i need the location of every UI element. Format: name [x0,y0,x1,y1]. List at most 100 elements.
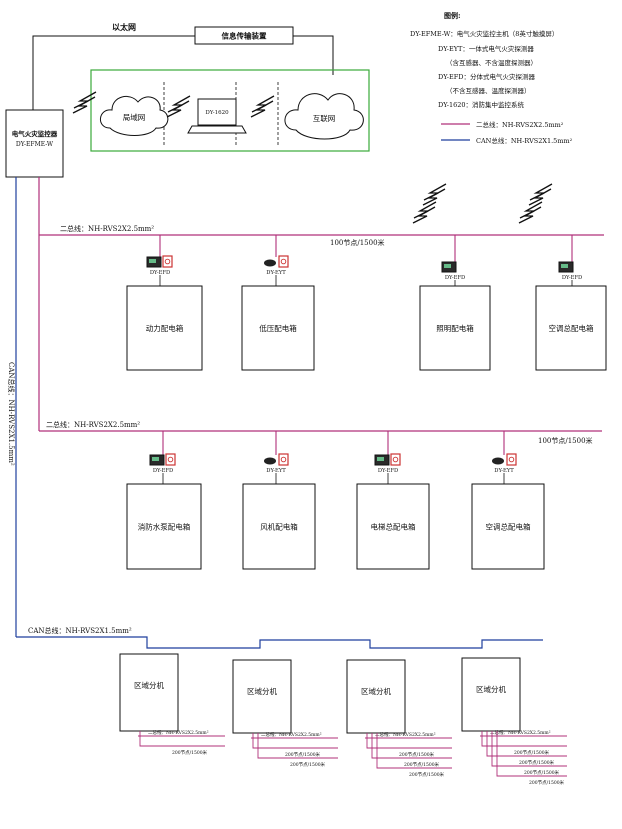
row2-group: DY-EFD消防水泵配电箱DY-EYT风机配电箱DY-EFD电梯总配电箱DY-E… [126,431,545,570]
zone-unit-label: 区域分机 [476,684,506,694]
zone-branch-line [481,731,567,747]
legend-bus2-label: 二总线：NH-RVS2X2.5mm² [476,120,564,129]
can-horizontal-label: CAN总线：NH-RVS2X1.5mm² [28,626,132,635]
sensor-icon [390,453,401,466]
cabinet-label: 照明配电箱 [436,323,474,333]
row2-bus-label: 二总线：NH-RVS2X2.5mm² [46,420,140,429]
row2-capacity-label: 100节点/1500米 [538,436,593,445]
cabinet-label: 低压配电箱 [259,323,297,333]
laptop-label: DY-1620 [205,110,229,116]
sensor-ring-icon [280,456,287,463]
zone-bus-label: 二总线：NH-RVS2X2.5mm² [490,729,551,736]
zone-branch-line [252,733,338,749]
detector-icon [492,457,504,465]
zone-capacity-label: 200节点/1500米 [524,769,560,776]
cabinet-box [535,285,607,371]
zone-bus-label: 二总线：NH-RVS2X2.5mm² [148,729,209,736]
legend: 图例: DY-EFME-W：电气火灾监控主机（8英寸触摸屏） DY-EYT：一体… [410,11,573,145]
sensor-ring-icon [280,258,287,265]
lan-boundary-box [90,69,370,152]
zone-branch-line [496,731,567,777]
can-bus: CAN总线：NH-RVS2X1.5mm² [16,626,543,649]
cabinet-box [356,483,430,570]
device-model-label: DY-EFD [150,270,170,276]
detector-display-icon [561,264,568,268]
zone-bus-label: 二总线：NH-RVS2X2.5mm² [261,731,322,738]
cabinet-box [126,483,202,570]
zone-capacity-label: 200节点/1500米 [409,771,445,778]
device-model-label: DY-EFD [445,275,465,281]
host-controller: 电气火灾监控器 DY-EFME-W [5,109,64,178]
detector-display-icon [444,264,451,268]
network-section: 以太网 信息传输装置 局域网 互联网 DY-1620 [32,22,370,152]
detector-icon [264,457,276,465]
zone-unit-box [232,659,292,734]
sensor-icon [506,453,517,466]
cabinet-label: 风机配电箱 [260,522,298,532]
device-model-label: DY-EFD [153,468,173,474]
sensor-icon [165,453,176,466]
row1-bus: 二总线：NH-RVS2X2.5mm² 100节点/1500米 [39,224,604,247]
device-model-label: DY-EYT [266,270,286,276]
zone-unit-label: 区域分机 [361,686,391,696]
zone-capacity-label: 200节点/1500米 [290,761,326,768]
device-model-label: DY-EFD [562,275,582,281]
legend-item: （含互感器、不含温度探测器） [446,58,537,67]
zone-branch-line [371,733,452,759]
legend-item: DY-EFD：分体式电气火灾探测器 [438,72,535,81]
host-name: 电气火灾监控器 [12,129,58,138]
zone-capacity-label: 200节点/1500米 [172,749,208,756]
internet-label: 互联网 [313,114,336,123]
legend-item: （不含互感器、温度探测器） [446,86,531,95]
legend-item: DY-EYT：一体式电气火灾探测器 [438,44,534,53]
sensor-ring-icon [164,258,171,265]
row1-bus-label: 二总线：NH-RVS2X2.5mm² [60,224,154,233]
lan-cloud-icon [100,95,169,136]
zone-capacity-label: 200节点/1500米 [519,759,555,766]
zone-branch-line [376,733,452,769]
zone-branch-line [257,733,338,759]
wireless-icon [422,183,447,206]
device-model-label: DY-EFD [378,468,398,474]
wireless-icon [412,201,437,224]
detector-display-icon [152,457,159,461]
cabinet-box [471,483,545,570]
zone-unit-box [119,653,179,732]
wireless-icon [528,183,553,206]
zone-branch-line [486,731,567,757]
zone-branch-line [491,731,567,767]
zone-capacity-label: 200节点/1500米 [285,751,321,758]
zone-unit-box [346,659,406,734]
cabinet-box [419,285,491,371]
zone-capacity-label: 200节点/1500米 [399,751,435,758]
zone-unit-box [461,657,521,732]
legend-item: DY-1620：消防集中监控系统 [438,100,525,109]
device-model-label: DY-EYT [494,468,514,474]
zone-capacity-label: 200节点/1500米 [404,761,440,768]
cabinet-label: 空调总配电箱 [486,522,531,532]
legend-item: DY-EFME-W：电气火灾监控主机（8英寸触摸屏） [410,29,558,38]
sensor-icon [162,255,173,268]
detector-icon [264,259,276,267]
zone-branch-line [366,733,452,749]
trunk-lines [15,177,40,637]
internet-cloud-icon [284,93,364,140]
zone-branch-line [139,731,225,747]
zone-capacity-label: 200节点/1500米 [529,779,565,786]
row1-capacity-label: 100节点/1500米 [330,238,385,247]
cabinet-box [126,285,203,371]
sensor-ring-icon [508,456,515,463]
cabinet-label: 电梯总配电箱 [371,522,416,532]
detector-display-icon [377,457,384,461]
cabinet-label: 消防水泵配电箱 [138,522,191,532]
host-model: DY-EFME-W [16,141,54,148]
row1-group: DY-EFD动力配电箱DY-EYT低压配电箱DY-EFD照明配电箱DY-EFD空… [126,235,607,371]
legend-can-label: CAN总线：NH-RVS2X1.5mm² [476,136,573,145]
zone-bus-label: 二总线：NH-RVS2X2.5mm² [375,731,436,738]
ethernet-label: 以太网 [112,22,136,32]
cabinet-box [241,285,315,371]
cabinet-label: 动力配电箱 [146,323,184,333]
laptop-icon [187,98,247,134]
